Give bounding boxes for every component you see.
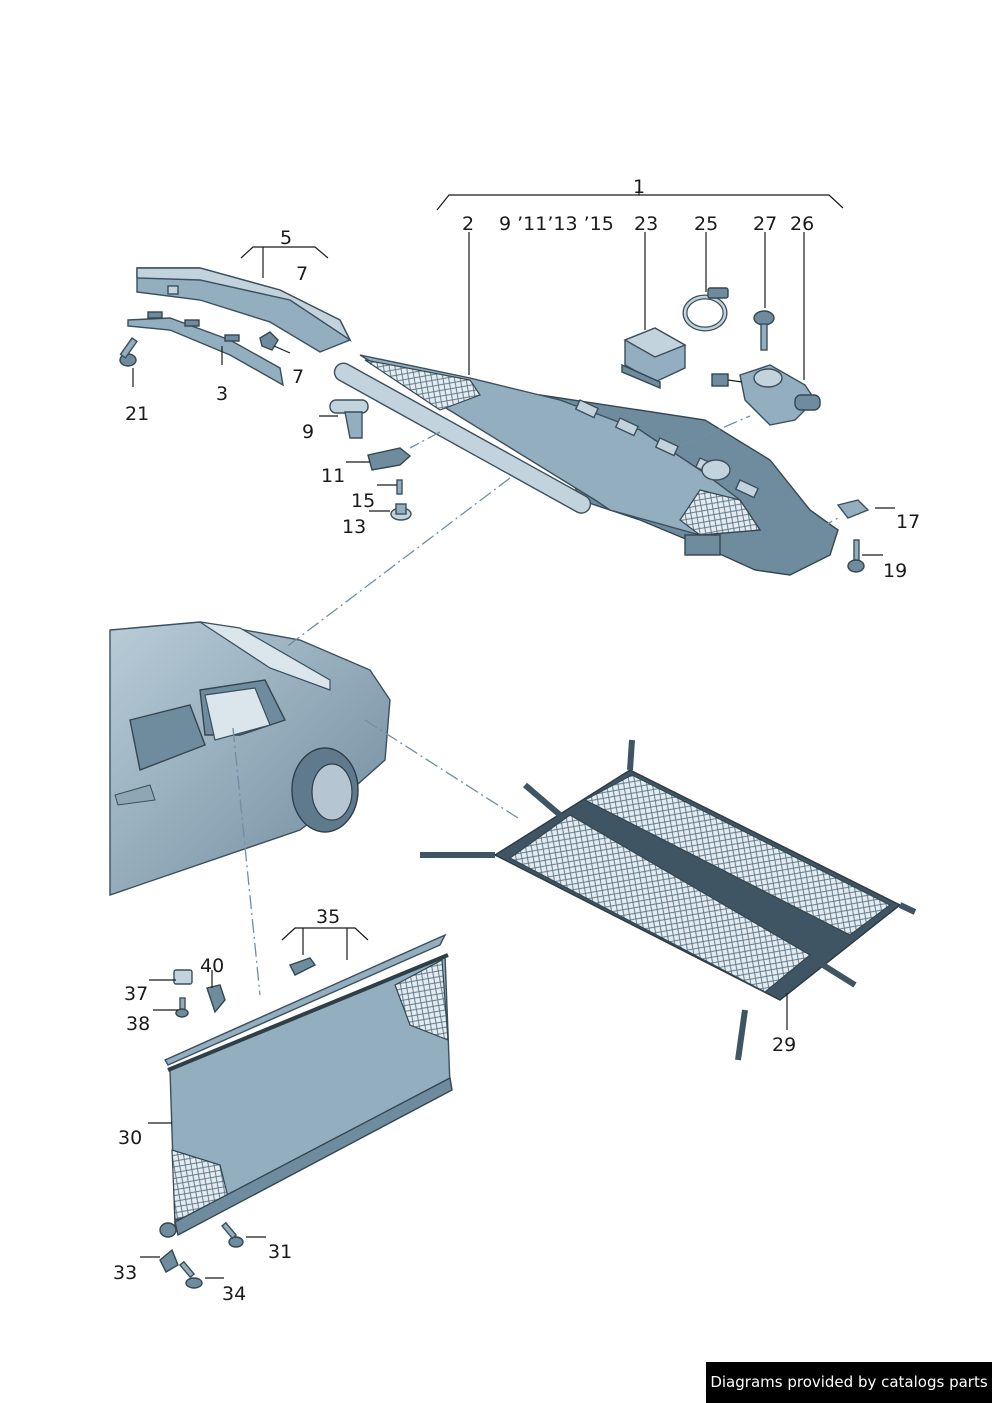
screw-38 bbox=[175, 997, 189, 1018]
motor-26 bbox=[711, 364, 821, 426]
label-1: 1 bbox=[633, 176, 645, 198]
screw-19 bbox=[847, 539, 865, 573]
screw-34 bbox=[179, 1260, 203, 1289]
car-illustration bbox=[109, 621, 391, 896]
trim-strip-3 bbox=[127, 311, 284, 387]
label-31: 31 bbox=[268, 1241, 292, 1263]
assembly-lines bbox=[232, 415, 839, 996]
label-19: 19 bbox=[883, 560, 907, 582]
label-23: 23 bbox=[634, 213, 658, 235]
credit-banner: Diagrams provided by catalogs parts bbox=[706, 1362, 992, 1403]
label-37: 37 bbox=[124, 983, 148, 1005]
screw-27 bbox=[753, 310, 775, 351]
group-bracket-1 bbox=[436, 188, 844, 211]
clip-35b bbox=[289, 957, 317, 976]
clip-33 bbox=[159, 1248, 179, 1273]
label-25: 25 bbox=[694, 213, 718, 235]
trim-cover-5 bbox=[136, 267, 352, 353]
clip-37 bbox=[173, 969, 193, 985]
clip-13 bbox=[390, 503, 412, 521]
label-11: 11 bbox=[321, 465, 345, 487]
label-5: 5 bbox=[280, 227, 292, 249]
label-9: 9 bbox=[302, 421, 314, 443]
part-labels: 1 2 9 ’11’13 ’15 23 25 27 26 5 7 7 3 21 … bbox=[113, 176, 920, 1305]
label-7b: 7 bbox=[292, 366, 304, 388]
label-13: 13 bbox=[342, 516, 366, 538]
bracket-40 bbox=[206, 984, 226, 1014]
holder-9 bbox=[329, 399, 369, 439]
label-26: 26 bbox=[790, 213, 814, 235]
cover-cap-11 bbox=[367, 447, 412, 471]
label-2: 2 bbox=[462, 213, 474, 235]
label-3: 3 bbox=[216, 383, 228, 405]
luggage-net-29 bbox=[420, 739, 917, 1061]
label-30: 30 bbox=[118, 1127, 142, 1149]
clip-17 bbox=[836, 499, 870, 519]
screw-15 bbox=[396, 479, 403, 495]
label-33: 33 bbox=[113, 1262, 137, 1284]
label-38: 38 bbox=[126, 1013, 150, 1035]
label-35: 35 bbox=[316, 906, 340, 928]
partition-net-30 bbox=[159, 953, 453, 1238]
clip-7 bbox=[259, 331, 279, 351]
label-40: 40 bbox=[200, 955, 224, 977]
screw-31 bbox=[221, 1221, 244, 1248]
sunblind-assembly bbox=[333, 354, 839, 576]
label-34: 34 bbox=[222, 1283, 246, 1305]
cover-strip-35 bbox=[163, 933, 447, 1066]
label-29: 29 bbox=[772, 1034, 796, 1056]
control-unit-23 bbox=[621, 327, 687, 390]
label-9-11-13-15: 9 ’11’13 ’15 bbox=[499, 213, 614, 235]
label-21: 21 bbox=[125, 403, 149, 425]
cable-tie-25 bbox=[682, 287, 729, 332]
screw-21 bbox=[119, 337, 138, 367]
label-17: 17 bbox=[896, 511, 920, 533]
label-27: 27 bbox=[753, 213, 777, 235]
label-15: 15 bbox=[351, 490, 375, 512]
leader-lines bbox=[132, 232, 895, 1279]
label-7a: 7 bbox=[296, 263, 308, 285]
